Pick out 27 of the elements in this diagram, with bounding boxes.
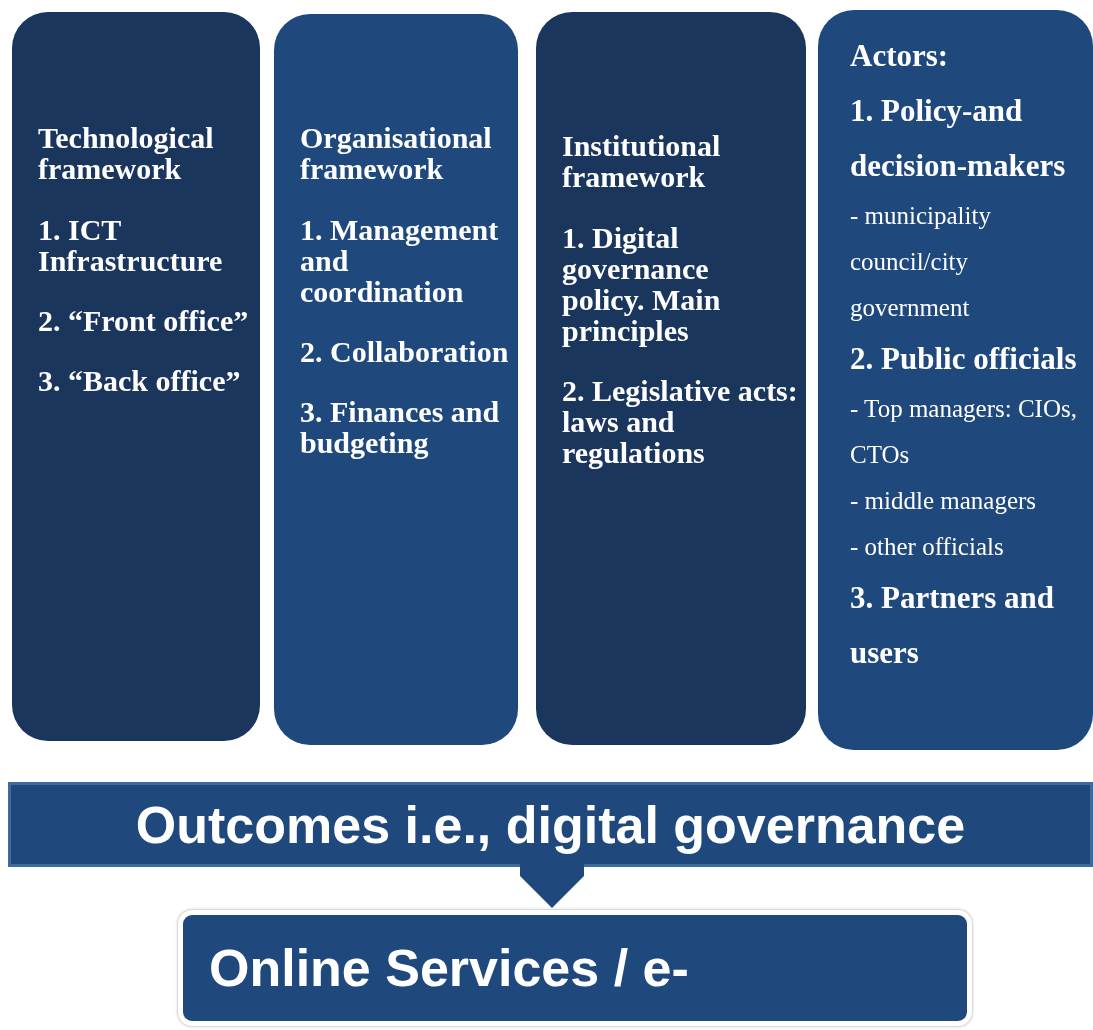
framework-column (536, 12, 806, 745)
column-heading: Technological framework (38, 122, 215, 184)
framework-column (12, 12, 260, 741)
actor-detail: - Top managers: CIOs, CTOs (850, 394, 1078, 470)
banner-text: Outcomes i.e., digital governance (135, 794, 966, 855)
list-item: 1. Management and coordination (300, 214, 500, 307)
framework-column (274, 14, 518, 745)
actor-detail: - middle managers (850, 486, 1038, 516)
box-text: Online Services / e- (209, 938, 689, 998)
column-heading: Institutional framework (562, 130, 722, 192)
list-item: 2. Collaboration (300, 336, 510, 367)
actor-heading: 2. Public officials (850, 340, 1078, 378)
column-heading: Organisational framework (300, 122, 493, 184)
actor-heading: 1. Policy-and decision-makers (850, 92, 1067, 185)
arrow (520, 864, 584, 908)
list-item: 2. “Front office” (38, 305, 250, 336)
list-item: 1. Digital governance policy. Main principles (562, 222, 722, 346)
list-item: 2. Legislative acts: laws and regulations (562, 375, 798, 468)
actor-detail: - municipality council/city government (850, 201, 992, 323)
outcome-banner (8, 782, 1093, 867)
list-item: 1. ICT Infrastructure (38, 214, 224, 276)
actor-detail: - other officials (850, 532, 1005, 562)
actors-column (818, 10, 1093, 750)
actor-heading: 3. Partners and users (850, 579, 1056, 672)
list-item: 3. Finances and budgeting (300, 396, 501, 458)
actor-heading: Actors: (850, 37, 950, 75)
list-item: 3. “Back office” (38, 365, 242, 396)
